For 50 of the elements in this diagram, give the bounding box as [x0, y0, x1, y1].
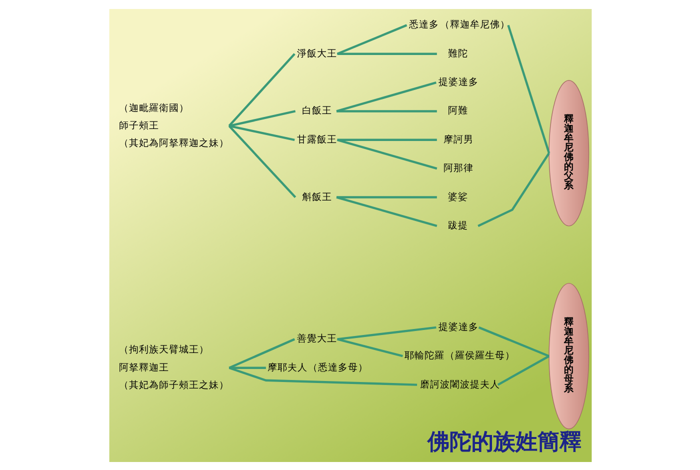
connector	[496, 354, 550, 386]
node-text: 提婆達多	[438, 76, 478, 88]
node-text: 阿難	[447, 105, 468, 116]
node-text: 白飯王	[301, 105, 332, 116]
node-label: （迦毗羅衛國）	[118, 102, 189, 114]
node-text: 摩訶男	[443, 134, 474, 145]
node-text: 難陀	[447, 48, 468, 59]
node-ellipse: 釋迦牟尼佛的母系	[548, 282, 589, 429]
connector	[228, 110, 296, 126]
connector	[336, 196, 437, 226]
node-text: 師子頰王	[118, 120, 159, 131]
connector	[228, 124, 296, 198]
connector	[336, 196, 436, 198]
connector	[336, 326, 436, 340]
node-text: 悉達多	[408, 19, 438, 30]
connector	[228, 366, 417, 386]
connector	[228, 124, 294, 140]
node-text: 提婆達多	[438, 321, 478, 332]
node-label: （悉達多母）	[307, 362, 368, 373]
connector	[336, 80, 436, 112]
node-text: 婆娑	[447, 191, 468, 202]
node-text: 磨訶波闍波提夫人	[419, 378, 500, 390]
node-text: 阿那律	[443, 162, 474, 174]
connector	[228, 366, 266, 368]
node-text: 斛飯王	[301, 191, 332, 202]
connector	[477, 152, 550, 226]
node-label: （羅侯羅生母）	[444, 350, 514, 362]
connector	[336, 338, 402, 357]
connector	[478, 326, 549, 357]
node-text: 甘露飯王	[296, 134, 336, 145]
node-label: （拘利族天臂城王）	[118, 344, 209, 356]
connector	[336, 24, 407, 54]
node-text: 淨飯大王	[296, 48, 336, 59]
connector	[336, 138, 436, 140]
diagram-title: 佛陀的族姓簡釋	[427, 429, 582, 454]
node-text: 跋提	[447, 220, 468, 231]
connector	[228, 338, 295, 368]
connector	[336, 138, 437, 170]
node-text: 阿拏釋迦王	[118, 362, 169, 373]
connector	[228, 52, 295, 126]
node-text: 耶輸陀羅	[404, 350, 444, 362]
node-text: 善覺大王	[296, 333, 336, 344]
node-label: （其妃為阿拏釋迦之妹）	[118, 138, 229, 149]
node-label: （其妃為師子頰王之妹）	[118, 380, 229, 391]
connector	[336, 110, 436, 112]
node-ellipse: 釋迦牟尼佛的父系	[548, 79, 589, 226]
connector	[336, 52, 436, 54]
node-text: 摩耶夫人	[266, 362, 307, 373]
node-label: （釋迦牟尼佛）	[439, 19, 510, 30]
connector	[506, 24, 550, 153]
